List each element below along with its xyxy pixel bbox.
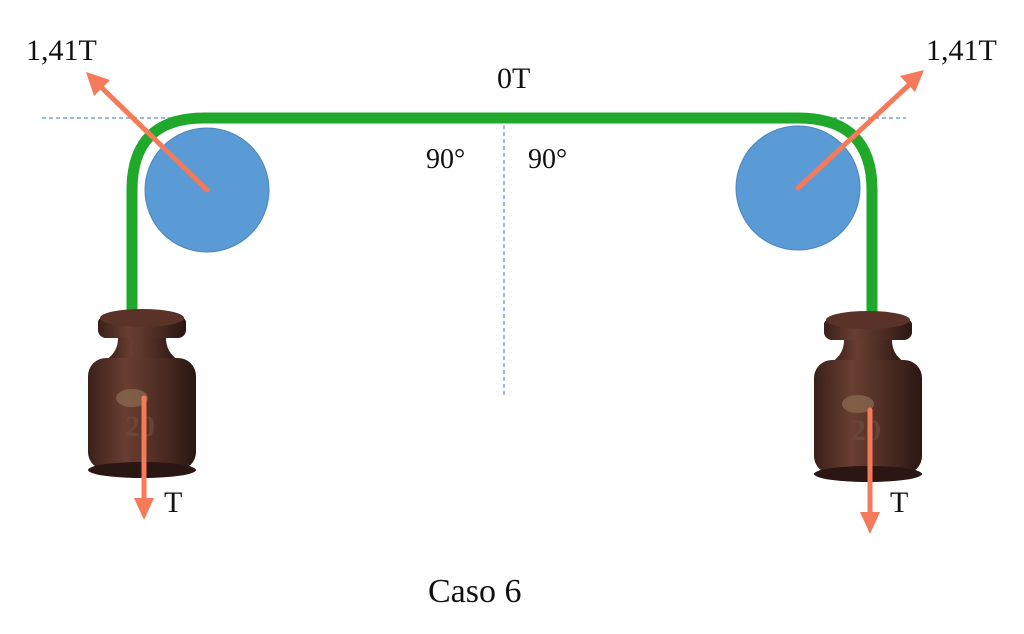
left-weight-tension-label: T <box>164 486 182 519</box>
rope <box>126 112 878 318</box>
right-diagonal-tension-label: 1,41T <box>926 34 997 67</box>
left-angle-label: 90° <box>426 144 465 175</box>
top-tension-label: 0T <box>497 62 530 95</box>
left-weight-mark: 20 <box>125 410 155 443</box>
right-angle-label: 90° <box>528 144 567 175</box>
right-weight-force-arrow <box>860 407 880 534</box>
right-diagonal-force-arrow <box>795 70 924 191</box>
right-weight-mark: 20 <box>851 414 881 447</box>
left-diagonal-tension-label: 1,41T <box>26 34 97 67</box>
right-weight-tension-label: T <box>890 486 908 519</box>
left-diagonal-force-arrow <box>86 72 210 193</box>
left-weight: 20 <box>88 309 196 478</box>
caption: Caso 6 <box>428 573 522 610</box>
left-weight-force-arrow <box>134 395 154 520</box>
